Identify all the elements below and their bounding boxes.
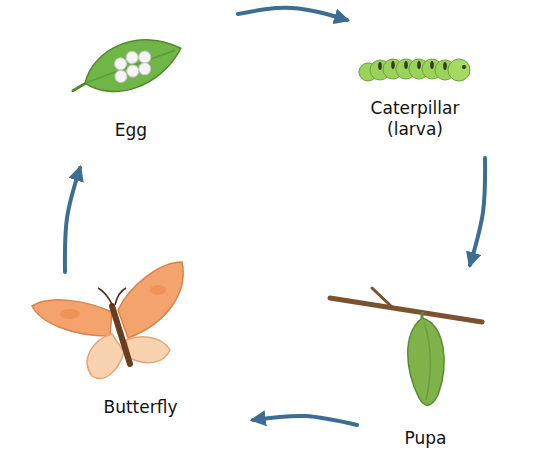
- antenna: [115, 288, 126, 305]
- lower-wing: [87, 334, 124, 379]
- lower-wing: [126, 337, 170, 363]
- upper-wing: [118, 262, 183, 338]
- pupa-shape: [408, 318, 444, 405]
- egg-shape: [124, 50, 139, 65]
- life-stage: Egg: [40, 8, 238, 168]
- caterpillar-illustration: [359, 59, 470, 81]
- life-stage: Pupa: [357, 265, 500, 452]
- butterfly-body: [112, 306, 130, 364]
- cycle-arrow: [253, 416, 357, 425]
- egg-shape: [137, 61, 152, 76]
- cycle-arrow: [238, 8, 347, 20]
- life-stage: Butterfly: [20, 272, 253, 440]
- upper-wing: [32, 300, 112, 336]
- life-stage: Caterpillar (larva): [347, 8, 490, 158]
- egg-shape: [125, 63, 140, 78]
- stage-label: Pupa: [404, 428, 447, 449]
- leaf-with-eggs: [64, 26, 189, 109]
- caterpillar-spots: [378, 61, 466, 70]
- caterpillar-head: [448, 59, 470, 81]
- twig-branch: [372, 288, 392, 307]
- cycle-arrow: [470, 158, 485, 265]
- stage-label: Egg: [114, 120, 148, 141]
- leaf-vein: [87, 50, 175, 82]
- leaf: [77, 26, 189, 104]
- twig: [330, 298, 482, 322]
- butterfly-illustration: [32, 262, 183, 379]
- wing-spot: [60, 309, 80, 319]
- antenna: [98, 288, 113, 306]
- wing-spot: [150, 285, 166, 295]
- twig-with-pupa: [330, 288, 482, 405]
- stage-label: Butterfly: [103, 397, 178, 418]
- stage-label: Caterpillar (larva): [360, 98, 470, 140]
- pupa-stripe: [424, 322, 430, 400]
- cycle-arrow: [65, 168, 80, 272]
